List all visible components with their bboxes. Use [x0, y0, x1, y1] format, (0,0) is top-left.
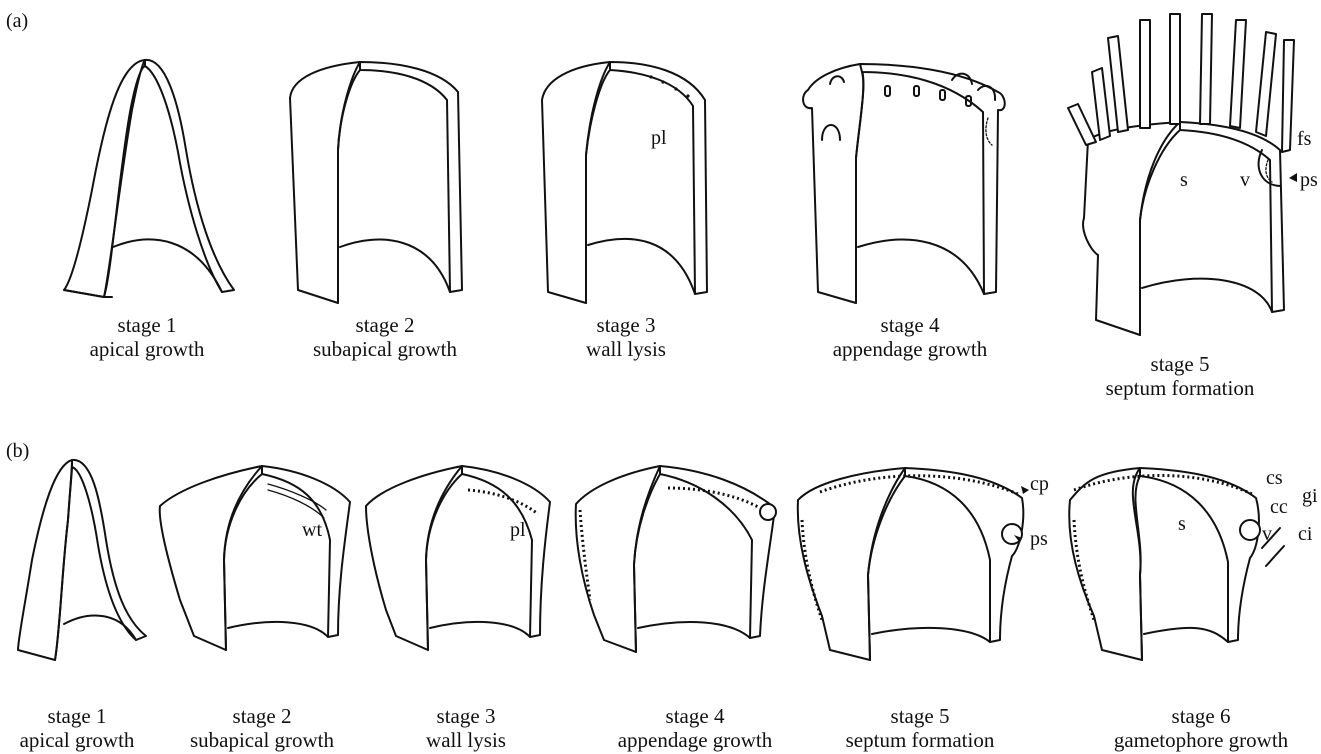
b-stage-4-number: stage 4: [585, 704, 805, 728]
b-stage-6-name: gametophore growth: [1086, 728, 1316, 752]
b-stage-3-drawing: [366, 466, 550, 650]
a-label-fs: fs: [1297, 128, 1312, 150]
a-caption-1: stage 1 apical growth: [82, 313, 212, 361]
b-caption-6: stage 6 gametophore growth: [1086, 704, 1316, 752]
b-cp-arrow: [1021, 486, 1029, 494]
a-caption-4: stage 4 appendage growth: [810, 313, 1010, 361]
a-stage-1-drawing: [64, 60, 234, 297]
a-ps-arrow: [1289, 173, 1297, 182]
a-label-ps: ps: [1300, 169, 1318, 191]
b-caption-3: stage 3 wall lysis: [396, 704, 536, 752]
b-stage-6-number: stage 6: [1086, 704, 1316, 728]
a-stage-4-drawing: [803, 64, 1005, 303]
a-stage-5-number: stage 5: [1080, 352, 1280, 376]
b-label-wt: wt: [302, 519, 322, 541]
a-label-v: v: [1240, 169, 1250, 191]
b-stage-6-drawing: [1069, 468, 1284, 660]
b-label-cc: cc: [1270, 496, 1288, 518]
a-stage-1-name: apical growth: [82, 337, 212, 361]
a-stage-3-number: stage 3: [556, 313, 696, 337]
b-stage-4-name: appendage growth: [585, 728, 805, 752]
b-stage-5-number: stage 5: [820, 704, 1020, 728]
b-label-s: s: [1178, 513, 1186, 535]
a-label-pl: pl: [651, 127, 667, 149]
a-stage-4-name: appendage growth: [810, 337, 1010, 361]
b-stage-2-number: stage 2: [172, 704, 352, 728]
b-stage-3-number: stage 3: [396, 704, 536, 728]
a-caption-2: stage 2 subapical growth: [300, 313, 470, 361]
b-label-v: v: [1262, 523, 1272, 545]
b-label-ps: ps: [1030, 528, 1048, 550]
b-label-cs: cs: [1266, 467, 1283, 489]
b-label-ci: ci: [1298, 523, 1313, 545]
b-caption-1: stage 1 apical growth: [2, 704, 152, 752]
a-stage-1-number: stage 1: [82, 313, 212, 337]
b-caption-5: stage 5 septum formation: [820, 704, 1020, 752]
a-caption-3: stage 3 wall lysis: [556, 313, 696, 361]
b-label-gi: gi: [1302, 485, 1318, 507]
b-stage-1-drawing: [18, 460, 146, 660]
b-caption-4: stage 4 appendage growth: [585, 704, 805, 752]
a-stage-2-number: stage 2: [300, 313, 470, 337]
b-stage-2-drawing: [160, 466, 350, 650]
b-caption-2: stage 2 subapical growth: [172, 704, 352, 752]
a-stage-2-name: subapical growth: [300, 337, 470, 361]
a-stage-3-name: wall lysis: [556, 337, 696, 361]
a-stage-5-name: septum formation: [1080, 376, 1280, 400]
b-stage-5-drawing: [798, 468, 1023, 660]
a-stage-3-drawing: [542, 62, 707, 303]
b-stage-2-name: subapical growth: [172, 728, 352, 752]
a-stage-4-number: stage 4: [810, 313, 1010, 337]
a-stage-2-drawing: [290, 62, 462, 303]
b-stage-1-name: apical growth: [2, 728, 152, 752]
panel-b-label: (b): [6, 440, 29, 463]
b-stage-3-name: wall lysis: [396, 728, 536, 752]
panel-a-label: (a): [6, 10, 28, 33]
b-stage-4-drawing: [576, 466, 776, 652]
b-stage-1-number: stage 1: [2, 704, 152, 728]
b-label-cp: cp: [1030, 473, 1049, 495]
a-label-s: s: [1180, 169, 1188, 191]
a-caption-5: stage 5 septum formation: [1080, 352, 1280, 400]
b-stage-5-name: septum formation: [820, 728, 1020, 752]
b-label-pl: pl: [510, 519, 526, 541]
